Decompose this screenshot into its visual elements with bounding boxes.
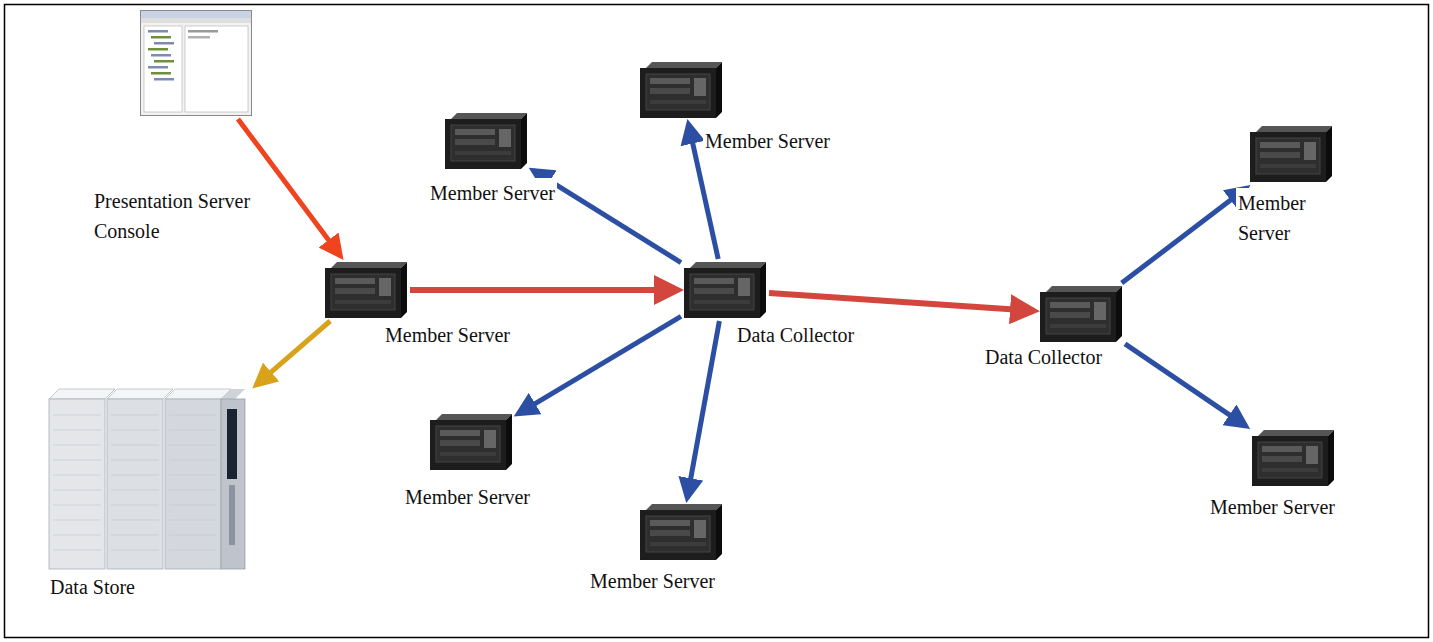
console-screenshot (140, 10, 252, 116)
arrow-connector (256, 321, 330, 385)
server-node: Member Server (1250, 126, 1332, 182)
server-node: Data Collector (1040, 286, 1122, 342)
server-icon (445, 113, 527, 169)
node-label: Member Server (428, 178, 557, 208)
node-label: Member Server (1236, 188, 1335, 248)
storage-cabinet (45, 385, 250, 573)
node-label: Data Collector (735, 320, 856, 350)
server-icon (640, 504, 722, 560)
server-node: Member Server (430, 414, 512, 470)
server-icon (640, 62, 722, 118)
server-node: Data Collector (684, 262, 766, 318)
server-icon (325, 262, 407, 318)
arrow-connector (1125, 344, 1246, 426)
server-icon (430, 414, 512, 470)
server-icon (1250, 126, 1332, 182)
arrow-connector (687, 321, 719, 498)
arrow-connector (769, 293, 1034, 311)
server-node: Member Server (640, 62, 722, 118)
node-label: Member Server (383, 320, 512, 350)
node-label: Member Server (403, 482, 532, 512)
arrow-connector (1122, 188, 1247, 283)
server-icon (1040, 286, 1122, 342)
node-label: Member Server (588, 566, 717, 596)
server-icon (1252, 430, 1334, 486)
server-node: Member Server (445, 113, 527, 169)
node-label: Member Server (1208, 492, 1337, 522)
frame-border (5, 5, 1429, 638)
node-label: Presentation Server Console (92, 186, 256, 246)
data-store-node: Data Store (45, 385, 250, 573)
server-node: Member Server (1252, 430, 1334, 486)
console-node: Presentation Server Console (140, 10, 252, 116)
arrow-connector (410, 287, 678, 293)
node-label: Data Collector (983, 342, 1104, 372)
server-icon (684, 262, 766, 318)
node-label: Member Server (703, 126, 832, 156)
node-label: Data Store (48, 572, 137, 602)
server-node: Member Server (640, 504, 722, 560)
server-node: Member Server (325, 262, 407, 318)
arrow-connector (518, 316, 681, 414)
